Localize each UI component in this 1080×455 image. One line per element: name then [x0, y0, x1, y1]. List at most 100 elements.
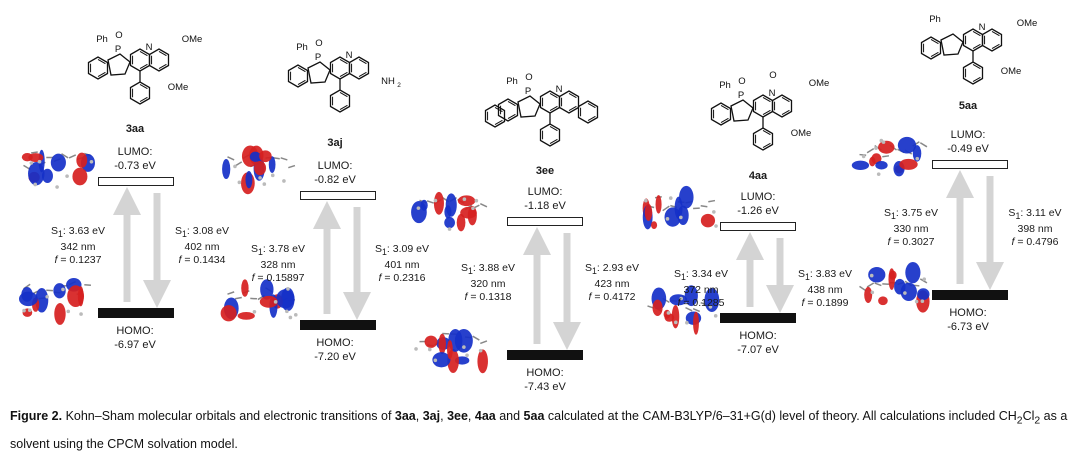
caption-compound: 3aa	[395, 409, 416, 423]
orbital-atom	[271, 174, 275, 178]
lumo-label: LUMO:-0.82 eV	[295, 159, 375, 187]
substituent-o: O	[115, 30, 122, 41]
phenyl-ring	[131, 82, 150, 104]
orbital-lobe-blue	[875, 161, 887, 170]
orbital-bond	[235, 298, 242, 299]
lumo-orbital-3aa	[22, 150, 95, 189]
orbital-bond	[480, 204, 487, 207]
orbital-atom	[921, 299, 925, 303]
orbital-atom	[915, 300, 919, 304]
phosphole-ring	[108, 54, 130, 75]
orbital-atom	[667, 311, 671, 315]
orbital-atom	[285, 310, 289, 314]
f-value: = 0.1285	[680, 297, 724, 309]
transition-energy: S1: 3.63 eV	[43, 225, 113, 241]
orbital-atom	[714, 314, 718, 318]
transition-energy: S1: 3.11 eV	[998, 207, 1072, 223]
homo-orbital-5aa	[860, 262, 930, 313]
wavelength: 320 nm	[453, 278, 523, 291]
oscillator-strength: f = 0.2316	[365, 272, 439, 285]
orbital-atom	[465, 354, 469, 358]
oscillator-strength: f = 0.4172	[575, 291, 649, 304]
orbital-atom	[685, 321, 689, 325]
lumo-label: LUMO:-1.18 eV	[505, 185, 585, 213]
substituent-ome: OMe	[168, 82, 189, 93]
nitrogen-label: N	[979, 22, 986, 33]
orbital-bond	[867, 149, 874, 153]
phenyl-ring-side	[579, 101, 598, 123]
orbital-bond	[84, 285, 91, 286]
substituent-ph: Ph	[719, 80, 731, 91]
wavelength: 401 nm	[365, 259, 439, 272]
wavelength: 402 nm	[165, 241, 239, 254]
lumo-orbital-3aj	[222, 145, 295, 194]
compound-label: 5aa	[938, 100, 998, 112]
orbital-atom	[712, 210, 716, 214]
homo-energy: -7.07 eV	[718, 343, 798, 357]
lumo-orbital-3ee	[411, 192, 487, 231]
f-value: = 0.1434	[181, 254, 225, 266]
orbital-lobe-blue	[852, 161, 869, 170]
lumo-level-bar	[300, 191, 376, 200]
homo-energy: -6.73 eV	[928, 320, 1008, 334]
substituent-ome: OMe	[1017, 18, 1038, 29]
orbital-atom	[55, 185, 59, 189]
f-value: = 0.1899	[804, 297, 848, 309]
lumo-level-bar	[932, 160, 1008, 169]
homo-level-bar	[932, 290, 1008, 300]
f-value: = 0.1318	[467, 291, 511, 303]
oscillator-strength: f = 0.1434	[165, 254, 239, 267]
orbital-lobe-red	[651, 221, 657, 229]
orbital-bond	[427, 201, 434, 203]
benzo-ring	[712, 103, 731, 125]
f-value: = 0.2316	[381, 272, 425, 284]
homo-orbital-3ee	[414, 329, 488, 373]
orbital-atom	[22, 309, 26, 313]
transition-energy: S1: 3.09 eV	[365, 243, 439, 259]
lumo-energy: -1.26 eV	[718, 204, 798, 218]
homo-title: HOMO:	[928, 306, 1008, 320]
phenyl-ring	[964, 62, 983, 84]
state-symbol: S	[461, 262, 468, 274]
state-symbol: S	[674, 268, 681, 280]
homo-label: HOMO:-6.97 eV	[95, 324, 175, 352]
orbital-atom	[233, 165, 237, 169]
wavelength: 328 nm	[243, 259, 313, 272]
caption-compound: 4aa	[475, 409, 496, 423]
caption-figure-number: Figure 2.	[10, 409, 62, 423]
caption-text-2: calculated at the CAM-B3LYP/6–31+G(d) le…	[544, 409, 1016, 423]
homo-title: HOMO:	[718, 329, 798, 343]
lumo-title: LUMO:	[718, 190, 798, 204]
orbital-bond	[875, 283, 882, 285]
orbital-lobe-red	[899, 159, 917, 170]
state-symbol: S	[175, 225, 182, 237]
f-value: = 0.1237	[57, 254, 101, 266]
lumo-label: LUMO:-1.26 eV	[718, 190, 798, 218]
substituent-ph: Ph	[296, 42, 308, 53]
orbital-atom	[294, 313, 298, 317]
lumo-energy: -0.49 eV	[928, 142, 1008, 156]
orbital-atom	[479, 349, 483, 353]
lumo-title: LUMO:	[928, 128, 1008, 142]
homo-title: HOMO:	[295, 336, 375, 350]
orbital-lobe-blue	[679, 186, 693, 209]
energy-value: : 3.34 eV	[686, 268, 728, 280]
nitrogen-label: N	[556, 84, 563, 95]
lumo-energy: -0.82 eV	[295, 173, 375, 187]
orbital-lobe-blue	[905, 262, 920, 283]
orbital-lobe-blue	[28, 162, 44, 185]
orbital-lobe-red	[76, 153, 87, 168]
homo-label: HOMO:-7.07 eV	[718, 329, 798, 357]
substituent-ph: Ph	[506, 76, 518, 87]
orbital-bond	[228, 157, 235, 160]
lumo-orbital-5aa	[852, 137, 927, 176]
orbital-atom	[258, 176, 262, 180]
state-symbol: S	[884, 207, 891, 219]
orbital-lobe-blue	[21, 287, 32, 302]
f-value: = 0.4796	[1014, 236, 1058, 248]
